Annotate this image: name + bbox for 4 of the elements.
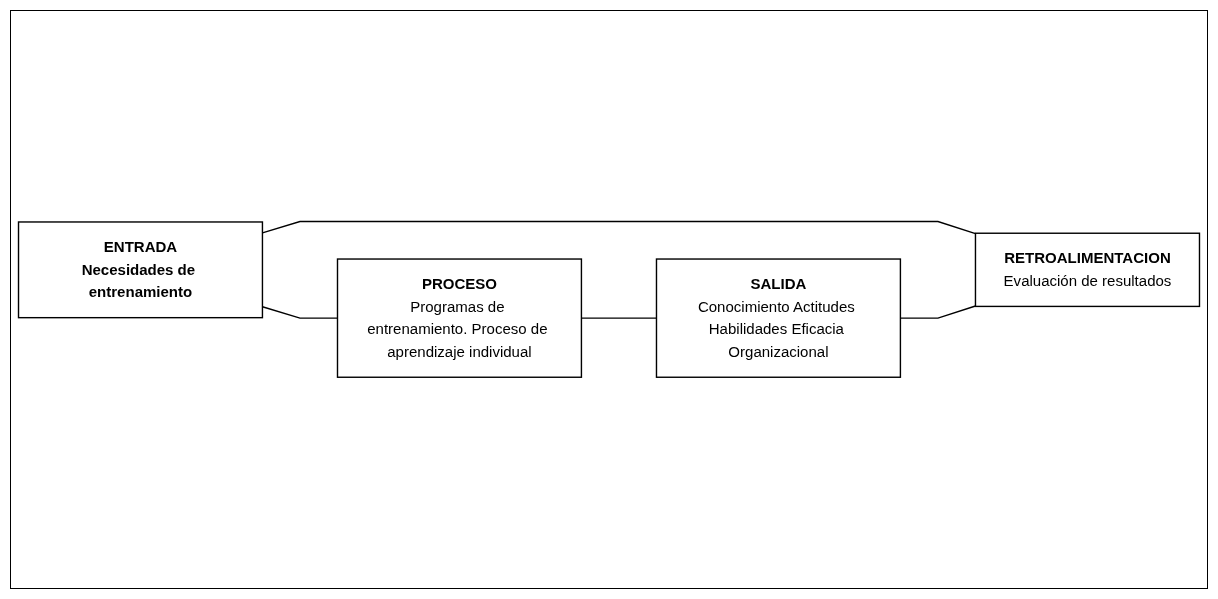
node-box: PROCESO Programas de entrenamiento. Proceso de aprendizaje individual — [336, 258, 583, 379]
node-box: RETROALIMENTACION Evaluación de resultados — [974, 232, 1201, 308]
node-box: SALIDA Conocimiento Actitudes Habilidades Eficacia Organizacional — [655, 258, 902, 379]
node-box: ENTRADA Necesidades de entrenamiento — [17, 221, 264, 319]
